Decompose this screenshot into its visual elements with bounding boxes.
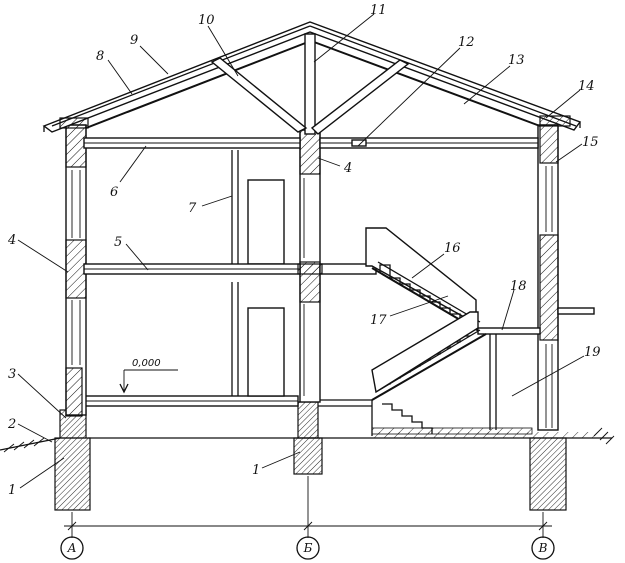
exterior-wall-axis-a	[65, 124, 87, 417]
axis-marker-v: В	[531, 536, 555, 560]
callout-7: 7	[188, 201, 197, 216]
door-lower	[247, 307, 285, 397]
callout-13: 13	[508, 53, 525, 68]
exterior-wall-axis-v	[537, 124, 595, 431]
callout-2: 2	[7, 417, 16, 432]
callouts: 1 1 2 3 4 4 5 6 7 8 9 10 11 12 13 14 15 …	[7, 3, 601, 498]
ground	[0, 427, 615, 453]
axis-label-v: В	[538, 541, 548, 555]
axis-label-b: Б	[303, 541, 313, 555]
callout-1-foundation-a: 1	[8, 483, 16, 498]
axis-marker-b: Б	[296, 536, 320, 560]
door-upper	[247, 179, 285, 265]
callout-9: 9	[130, 33, 138, 48]
elevation-label: 0,000	[132, 358, 161, 369]
axis-dimension-line	[64, 476, 552, 538]
callout-14: 14	[578, 79, 595, 94]
callout-12: 12	[458, 35, 475, 50]
foundations	[54, 401, 567, 511]
axis-label-a: А	[66, 541, 76, 555]
partition-walls	[231, 150, 285, 397]
foundation-axis-v	[529, 437, 567, 511]
foundation-axis-a	[54, 437, 91, 511]
staircase	[365, 227, 541, 436]
attic-floor-slab	[83, 137, 539, 149]
callout-19: 19	[584, 345, 601, 360]
callout-5: 5	[114, 235, 122, 250]
callout-4-middle: 4	[343, 161, 352, 176]
callout-18: 18	[510, 279, 527, 294]
callout-11: 11	[370, 3, 387, 18]
foundation-axis-b	[293, 437, 323, 475]
roof	[42, 21, 582, 135]
elevation-mark: 0,000	[119, 358, 178, 394]
callout-6: 6	[110, 185, 118, 200]
callout-1-foundation-b: 1	[252, 463, 260, 478]
callout-10: 10	[198, 13, 215, 28]
plinth-axis-b	[297, 401, 319, 439]
callout-15: 15	[582, 135, 599, 150]
callout-8: 8	[96, 49, 104, 64]
callout-3: 3	[8, 367, 16, 382]
axis-marker-a: А	[60, 536, 84, 560]
callout-17: 17	[370, 313, 387, 328]
callout-4-left: 4	[7, 233, 16, 248]
callout-leaders	[17, 13, 585, 489]
callout-16: 16	[444, 241, 461, 256]
first-floor-slab	[83, 263, 377, 275]
